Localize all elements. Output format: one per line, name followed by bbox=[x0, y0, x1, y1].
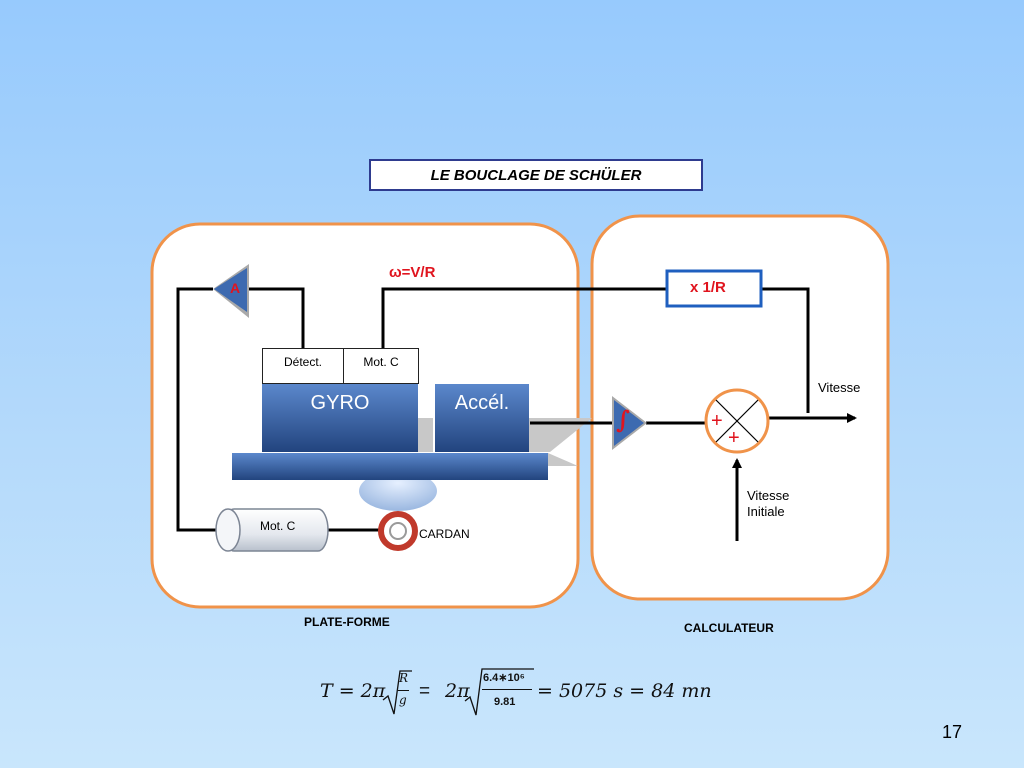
inverse-r-block bbox=[665, 269, 763, 308]
formula-rhs: = 5075 s = 84 mn bbox=[537, 680, 712, 702]
vitesse-label: Vitesse bbox=[818, 380, 861, 395]
platform-bar bbox=[232, 453, 548, 480]
formula-sqrt2-num: 6.4∗10⁶ bbox=[483, 672, 525, 684]
detector-box: Détect. bbox=[262, 348, 344, 384]
vitesse-initiale-label: Vitesse Initiale bbox=[747, 488, 790, 519]
formula-sqrt2-den: 9.81 bbox=[494, 696, 516, 708]
gyro-block: GYRO bbox=[262, 384, 418, 452]
formula-mid: 2π bbox=[445, 680, 470, 702]
omega-line bbox=[381, 287, 666, 348]
accel-shadow bbox=[529, 418, 592, 452]
inverse-r-to-vitesse-line bbox=[761, 287, 810, 413]
motor-cylinder-end bbox=[215, 508, 241, 552]
gimbal-bowl bbox=[359, 471, 437, 511]
summing-cross-b bbox=[715, 399, 759, 443]
cardan-ring-inner bbox=[389, 522, 407, 540]
integrator-label: ∫ bbox=[616, 405, 630, 434]
accel-block: Accél. bbox=[435, 384, 529, 452]
plus-sign-1: + bbox=[711, 410, 723, 432]
omega-label: ω=V/R bbox=[389, 264, 436, 281]
page-number: 17 bbox=[942, 722, 963, 742]
inverse-r-label: x 1/R bbox=[690, 279, 726, 296]
motor-top-label: Mot. C bbox=[363, 355, 399, 369]
diagram-title: LE BOUCLAGE DE SCHÜLER bbox=[369, 159, 703, 191]
amp-to-detector-line bbox=[249, 287, 305, 348]
gyro-shadow bbox=[418, 418, 433, 452]
integrator-icon bbox=[614, 400, 644, 446]
motor-bottom-label: Mot. C bbox=[260, 519, 296, 533]
formula-sqrt-den: g bbox=[399, 693, 407, 707]
motor-top-box: Mot. C bbox=[343, 348, 419, 384]
calculateur-caption: CALCULATEUR bbox=[684, 621, 774, 635]
cardan-label: CARDAN bbox=[419, 527, 470, 541]
plate-forme-caption: PLATE-FORME bbox=[304, 615, 390, 629]
plus-sign-2: + bbox=[728, 427, 740, 449]
amplifier-label: A bbox=[230, 280, 241, 296]
feedback-loop-line bbox=[176, 287, 216, 532]
sqrt-symbol-2 bbox=[464, 668, 534, 716]
detector-label: Détect. bbox=[283, 355, 322, 369]
fraction-bar-1 bbox=[398, 690, 409, 691]
formula-lhs: T = 2π bbox=[320, 680, 386, 702]
fraction-bar-2 bbox=[482, 689, 532, 690]
formula-equals: = bbox=[419, 681, 431, 702]
accel-label: Accél. bbox=[454, 392, 510, 414]
formula-sqrt-num: R bbox=[399, 671, 409, 685]
amplifier-icon bbox=[214, 268, 247, 312]
sqrt-symbol-1 bbox=[382, 670, 412, 715]
gyro-label: GYRO bbox=[310, 392, 370, 414]
